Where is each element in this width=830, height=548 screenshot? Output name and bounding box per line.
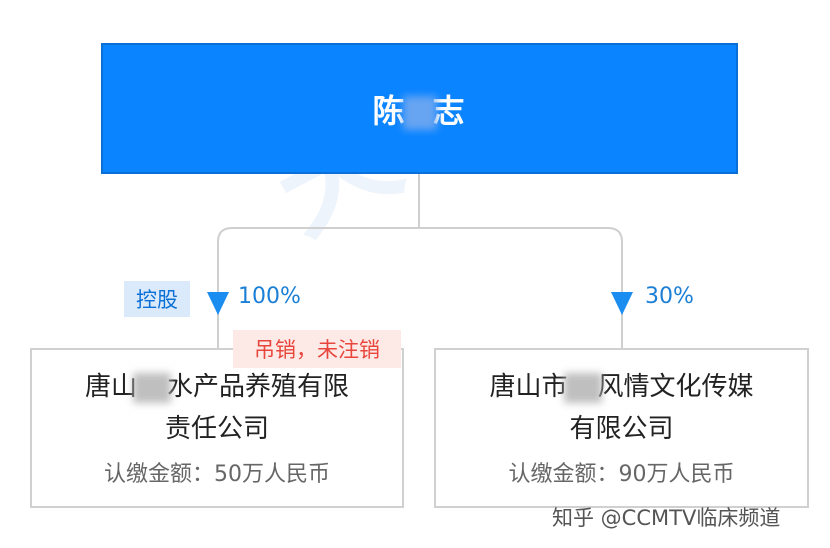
source-credit: 知乎 @CCMTV临床频道 (552, 506, 781, 530)
person-node[interactable]: 陈志 (101, 43, 738, 174)
redaction-mask (402, 95, 437, 130)
connector-branch-left (217, 227, 419, 350)
redaction-mask (133, 372, 171, 403)
share-percent-right: 30% (645, 284, 694, 309)
company-node-right[interactable]: 唐山市风情文化传媒 有限公司 认缴金额：90万人民币 (434, 348, 809, 508)
company-name: 唐山水产品养殖有限 责任公司 (84, 372, 350, 444)
company-node-left[interactable]: 唐山水产品养殖有限 责任公司 认缴金额：50万人民币 (30, 348, 404, 508)
holding-tag: 控股 (124, 281, 190, 317)
subscribed-amount: 认缴金额：90万人民币 (508, 462, 735, 487)
arrow-down-icon-left (207, 292, 229, 315)
arrow-down-icon-right (611, 292, 633, 315)
status-badge: 吊销，未注销 (233, 330, 401, 368)
subscribed-amount: 认缴金额：50万人民币 (104, 462, 330, 487)
person-name: 陈志 (372, 91, 467, 130)
redaction-mask (563, 372, 602, 403)
company-name: 唐山市风情文化传媒 有限公司 (489, 372, 754, 444)
share-percent-left: 100% (238, 284, 301, 309)
connector-branch-right (419, 227, 623, 350)
